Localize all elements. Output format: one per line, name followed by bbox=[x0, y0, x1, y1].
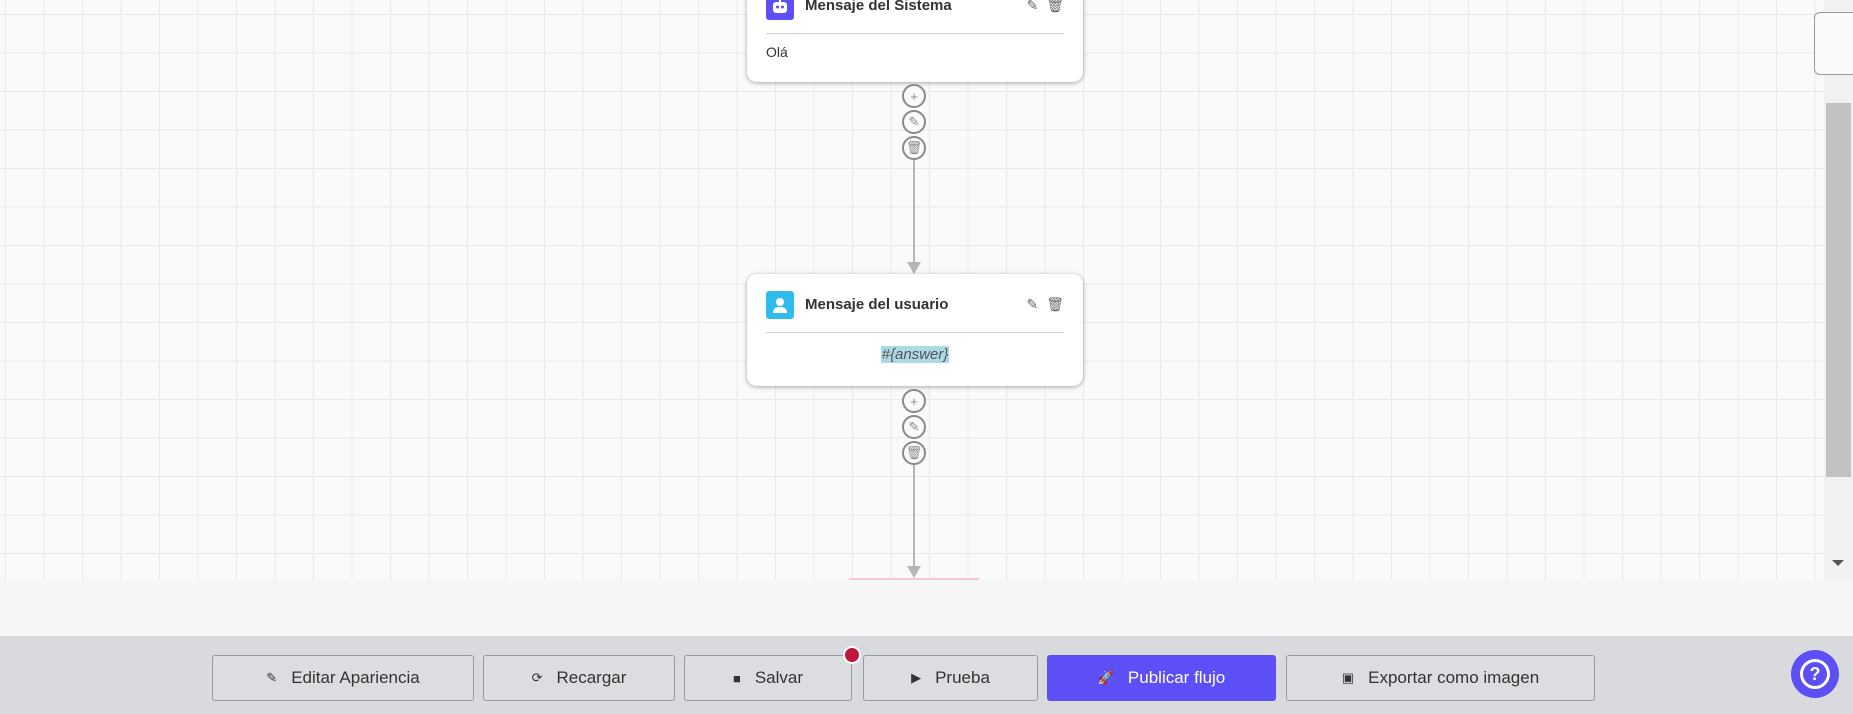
button-label: Editar Apariencia bbox=[291, 668, 420, 687]
edit-appearance-button[interactable]: ✎ Editar Apariencia bbox=[212, 655, 474, 701]
pencil-icon[interactable]: ✎ bbox=[1026, 296, 1039, 312]
rocket-icon: 🚀 bbox=[1097, 670, 1114, 685]
export-image-button[interactable]: ▣ Exportar como imagen bbox=[1286, 655, 1595, 701]
help-button[interactable]: ? bbox=[1791, 650, 1839, 698]
floppy-icon: ■ bbox=[732, 670, 741, 686]
play-icon: ▶ bbox=[911, 670, 922, 685]
button-label: Exportar como imagen bbox=[1368, 668, 1540, 687]
user-icon bbox=[766, 290, 794, 319]
pencil-icon[interactable]: ✎ bbox=[1026, 0, 1039, 13]
unsaved-changes-dot bbox=[843, 646, 861, 664]
refresh-icon: ⟳ bbox=[531, 670, 543, 685]
connector-line bbox=[913, 160, 915, 264]
button-label: Publicar flujo bbox=[1127, 668, 1226, 687]
question-icon: ? bbox=[1800, 659, 1830, 689]
button-label: Recargar bbox=[556, 668, 627, 687]
test-button[interactable]: ▶ Prueba bbox=[863, 655, 1038, 701]
node-title: Mensaje del usuario bbox=[805, 296, 949, 313]
node-system-message[interactable]: Mensaje del Sistema ✎ 🗑 Olá bbox=[747, 0, 1083, 82]
node-content: #{answer} bbox=[880, 346, 950, 363]
delete-connection-button[interactable]: 🗑 bbox=[902, 136, 926, 160]
edit-icon: ✎ bbox=[266, 670, 278, 685]
button-label: Salvar bbox=[754, 668, 804, 687]
add-node-button[interactable]: + bbox=[902, 84, 926, 108]
trash-icon[interactable]: 🗑 bbox=[1046, 296, 1064, 312]
edit-connection-button[interactable]: ✎ bbox=[902, 110, 926, 134]
node-content: Olá bbox=[766, 44, 788, 60]
connector-line bbox=[913, 465, 915, 568]
connector-arrow bbox=[907, 566, 921, 578]
scroll-down-arrow[interactable] bbox=[1832, 560, 1844, 566]
image-icon: ▣ bbox=[1341, 670, 1355, 685]
node-title: Mensaje del Sistema bbox=[805, 0, 952, 14]
connector-arrow bbox=[907, 262, 921, 274]
minimap-box[interactable] bbox=[1814, 12, 1853, 75]
scrollbar-thumb[interactable] bbox=[1826, 103, 1851, 477]
node-user-message[interactable]: Mensaje del usuario ✎ 🗑 #{answer} bbox=[747, 274, 1083, 386]
save-button[interactable]: ■ Salvar bbox=[684, 655, 852, 701]
button-label: Prueba bbox=[935, 668, 990, 687]
edit-connection-button[interactable]: ✎ bbox=[902, 415, 926, 439]
robot-icon bbox=[766, 0, 794, 20]
add-node-button[interactable]: + bbox=[902, 389, 926, 413]
trash-icon[interactable]: 🗑 bbox=[1046, 0, 1064, 13]
reload-button[interactable]: ⟳ Recargar bbox=[483, 655, 675, 701]
delete-connection-button[interactable]: 🗑 bbox=[902, 441, 926, 465]
next-node-edge bbox=[849, 578, 979, 580]
publish-flow-button[interactable]: 🚀 Publicar flujo bbox=[1047, 655, 1276, 701]
